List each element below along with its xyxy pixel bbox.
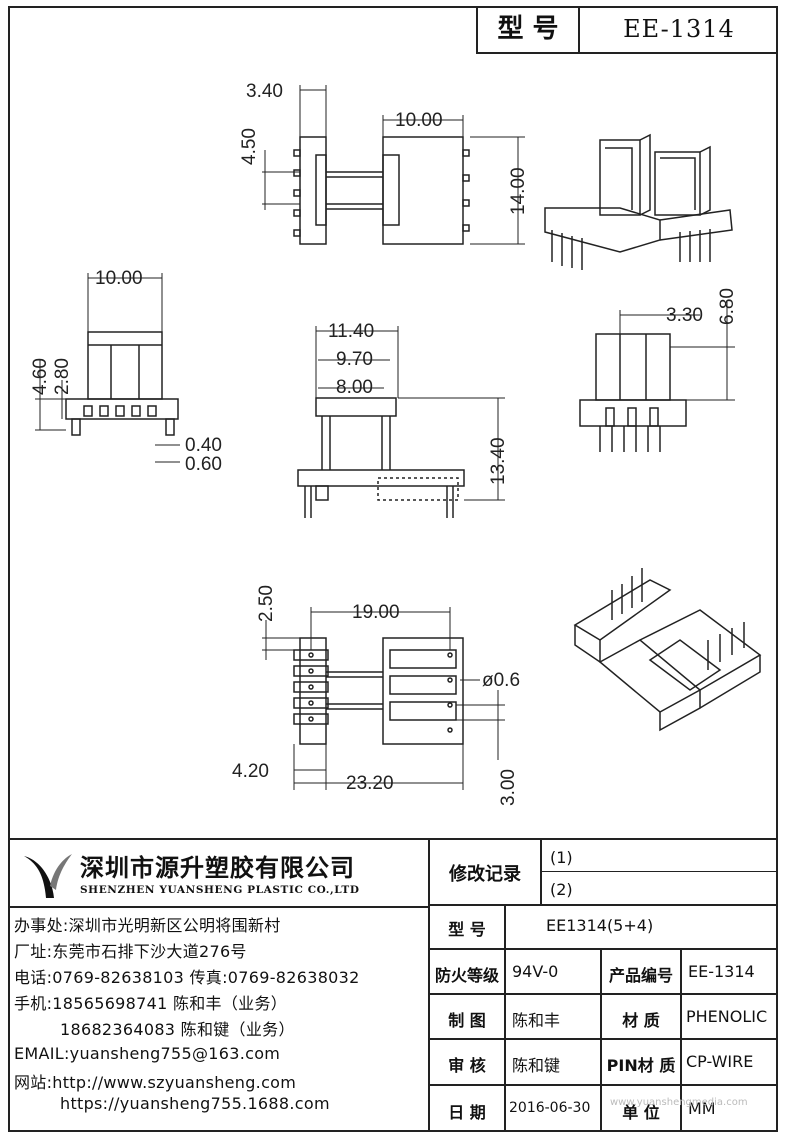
dim-9-70: 9.70 [336, 349, 373, 370]
factory-address: 厂址:东莞市石排下沙大道276号 [14, 942, 247, 961]
fire-rating-label: 防火等级 [434, 966, 499, 985]
row-rule-3 [428, 993, 778, 995]
row-rule-2 [428, 948, 778, 950]
dim-3-00: 3.00 [498, 769, 519, 806]
model-title-block: 型 号 EE-1314 [476, 6, 778, 54]
product-no-label: 产品编号 [608, 966, 673, 985]
revision-2: (2) [550, 880, 573, 899]
drawn-label: 制 图 [448, 1011, 486, 1030]
company-header: 深圳市源升塑胶有限公司 SHENZHEN YUANSHENG PLASTIC C… [8, 840, 428, 906]
footer-top-rule [8, 838, 778, 840]
right-view [579, 300, 735, 452]
col-rule-2 [600, 948, 602, 1132]
unit-label: 单 位 [622, 1103, 660, 1122]
dim-10-00-front: 10.00 [95, 268, 143, 289]
row-rule-1 [428, 904, 778, 906]
review-value: 陈和键 [512, 1056, 561, 1075]
dim-14-00: 14.00 [508, 167, 529, 215]
dim-3-30: 3.30 [666, 305, 703, 326]
model-label-2: 型 号 [448, 920, 486, 939]
phone-fax: 电话:0769-82638103 传真:0769-82638032 [14, 968, 360, 987]
company-name-cn: 深圳市源升塑胶有限公司 [80, 854, 355, 882]
dim-4-50: 4.50 [239, 128, 260, 165]
dim-2-80: 2.80 [52, 358, 73, 395]
dim-6-80: 6.80 [717, 288, 738, 325]
company-logo-icon [24, 854, 72, 899]
office-address: 办事处:深圳市光明新区公明将围新村 [14, 916, 281, 935]
product-no-value: EE-1314 [688, 962, 755, 981]
rev-mid-rule [540, 871, 778, 872]
email[interactable]: EMAIL:yuansheng755@163.com [14, 1044, 281, 1063]
material-label: 材 质 [622, 1011, 660, 1030]
dim-diameter-0-6: ø0.6 [482, 670, 520, 691]
col-rule-1 [504, 904, 506, 1132]
model-value-2: EE1314(5+4) [546, 916, 654, 935]
dim-0-40: 0.40 [185, 435, 222, 456]
dim-0-60: 0.60 [185, 454, 222, 475]
dim-10-00-top: 10.00 [395, 110, 443, 131]
mobile-1: 手机:18565698741 陈和丰（业务） [14, 994, 288, 1013]
dim-23-20: 23.20 [346, 773, 394, 794]
website-1[interactable]: 网站:http://www.szyuansheng.com [14, 1073, 297, 1092]
bottom-view [262, 607, 505, 790]
row-rule-5 [428, 1084, 778, 1086]
mobile-2: 18682364083 陈和键（业务） [60, 1020, 295, 1039]
dim-3-40: 3.40 [246, 81, 283, 102]
dim-11-40: 11.40 [328, 321, 374, 342]
revision-label: 修改记录 [449, 864, 521, 885]
dim-4-20: 4.20 [232, 761, 269, 782]
dim-2-50: 2.50 [256, 585, 277, 622]
company-name-en: SHENZHEN YUANSHENG PLASTIC CO.,LTD [80, 884, 360, 896]
date-value: 2016-06-30 [509, 1100, 591, 1116]
table-left-rule [428, 838, 430, 1132]
unit-value: MM [688, 1099, 716, 1118]
model-label: 型 号 [478, 6, 580, 52]
isometric-view-bottom [573, 568, 762, 732]
center-view [297, 326, 505, 518]
dim-19-00: 19.00 [352, 602, 400, 623]
dim-4-60: 4.60 [30, 358, 51, 395]
col-rule-3 [680, 948, 682, 1132]
dim-13-40: 13.40 [488, 437, 509, 485]
revision-1: (1) [550, 848, 573, 867]
row-rule-4 [428, 1038, 778, 1040]
front-view [35, 273, 180, 463]
model-value: EE-1314 [623, 15, 735, 43]
drawing-sheet [8, 6, 778, 1132]
material-value: PHENOLIC [686, 1007, 768, 1026]
date-label: 日 期 [448, 1103, 486, 1122]
company-rule [8, 906, 428, 908]
technical-drawing: 3.40 4.50 10.00 14.00 10.00 4.60 2.80 0.… [30, 81, 762, 806]
watermark: www.yuanshengmedia.com [610, 1097, 748, 1108]
isometric-view-top [544, 133, 733, 270]
pin-material-value: CP-WIRE [686, 1052, 754, 1071]
pin-material-label: PIN材 质 [606, 1056, 676, 1075]
dim-8-00: 8.00 [336, 377, 373, 398]
fire-rating-value: 94V-0 [512, 962, 559, 981]
side-view [262, 85, 525, 245]
drawn-value: 陈和丰 [512, 1011, 561, 1030]
website-2[interactable]: https://yuansheng755.1688.com [60, 1094, 330, 1113]
review-label: 审 核 [448, 1056, 486, 1075]
